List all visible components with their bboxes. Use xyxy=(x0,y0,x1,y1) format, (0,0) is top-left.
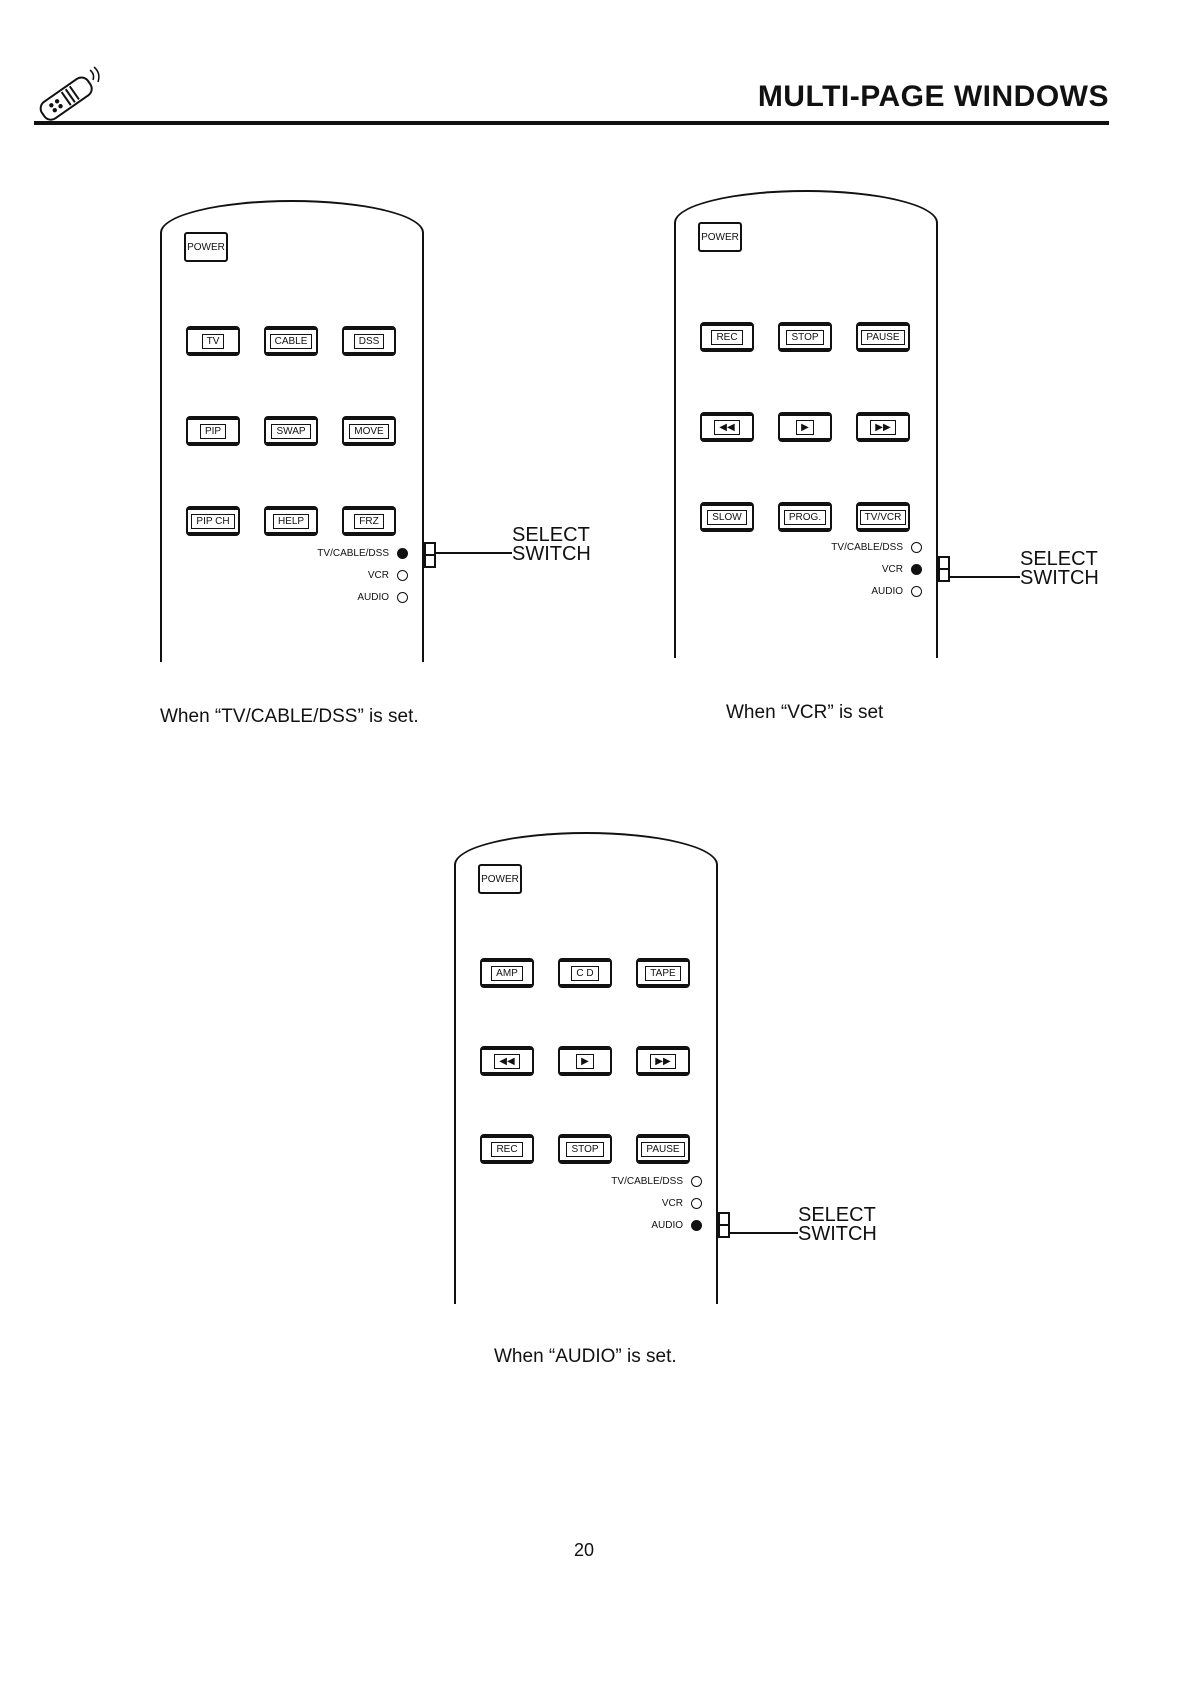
select-switch xyxy=(938,556,950,582)
stop-button: STOP xyxy=(558,1134,612,1164)
mode-indicators: TV/CABLE/DSS VCR AUDIO xyxy=(831,536,922,602)
mode-vcr: VCR xyxy=(317,564,408,586)
pip-ch-button: PIP CH xyxy=(186,506,240,536)
prog-button: PROG. xyxy=(778,502,832,532)
rewind-button: ◀◀ xyxy=(480,1046,534,1076)
leader-line xyxy=(434,552,512,554)
indicator-dot-icon xyxy=(691,1197,702,1209)
button-row-2: PIP SWAP MOVE xyxy=(186,416,396,446)
button-row-1: AMP C D TAPE xyxy=(480,958,690,988)
mode-vcr: VCR xyxy=(611,1192,702,1214)
tv-vcr-button: TV/VCR xyxy=(856,502,910,532)
move-button: MOVE xyxy=(342,416,396,446)
mode-indicators: TV/CABLE/DSS VCR AUDIO xyxy=(317,542,408,608)
mode-tv-cable-dss: TV/CABLE/DSS xyxy=(317,542,408,564)
tape-button: TAPE xyxy=(636,958,690,988)
mode-tv-cable-dss: TV/CABLE/DSS xyxy=(611,1170,702,1192)
tv-button: TV xyxy=(186,326,240,356)
select-switch-label: SELECT SWITCH xyxy=(798,1204,877,1245)
caption-tv: When “TV/CABLE/DSS” is set. xyxy=(160,706,419,727)
swap-button: SWAP xyxy=(264,416,318,446)
indicator-dot-icon xyxy=(911,585,922,597)
play-button: ▶ xyxy=(558,1046,612,1076)
remote-diagram-audio: POWER AMP C D TAPE ◀◀ ▶ ▶▶ REC STOP PAUS… xyxy=(454,832,730,1304)
button-row-3: REC STOP PAUSE xyxy=(480,1134,690,1164)
header-rule xyxy=(34,121,1109,125)
mode-indicators: TV/CABLE/DSS VCR AUDIO xyxy=(611,1170,702,1236)
pause-button: PAUSE xyxy=(856,322,910,352)
button-row-1: REC STOP PAUSE xyxy=(700,322,910,352)
button-row-2: ◀◀ ▶ ▶▶ xyxy=(700,412,910,442)
button-row-2: ◀◀ ▶ ▶▶ xyxy=(480,1046,690,1076)
caption-vcr: When “VCR” is set xyxy=(726,702,884,723)
indicator-dot-icon xyxy=(911,563,922,575)
fast-forward-button: ▶▶ xyxy=(856,412,910,442)
amp-button: AMP xyxy=(480,958,534,988)
indicator-dot-icon xyxy=(911,541,922,553)
stop-button: STOP xyxy=(778,322,832,352)
pip-button: PIP xyxy=(186,416,240,446)
slow-button: SLOW xyxy=(700,502,754,532)
fast-forward-button: ▶▶ xyxy=(636,1046,690,1076)
dss-button: DSS xyxy=(342,326,396,356)
indicator-dot-icon xyxy=(397,591,408,603)
remote-diagram-tv: POWER TV CABLE DSS PIP SWAP MOVE PIP CH … xyxy=(160,200,436,662)
pause-button: PAUSE xyxy=(636,1134,690,1164)
mode-tv-cable-dss: TV/CABLE/DSS xyxy=(831,536,922,558)
remote-diagram-vcr: POWER REC STOP PAUSE ◀◀ ▶ ▶▶ SLOW PROG. … xyxy=(674,190,950,658)
page-title: MULTI-PAGE WINDOWS xyxy=(757,80,1109,113)
mode-vcr: VCR xyxy=(831,558,922,580)
select-switch xyxy=(424,542,436,568)
indicator-dot-icon xyxy=(397,569,408,581)
rec-button: REC xyxy=(700,322,754,352)
leader-line xyxy=(728,1232,798,1234)
power-button: POWER xyxy=(184,232,228,262)
cd-button: C D xyxy=(558,958,612,988)
leader-line xyxy=(948,576,1020,578)
mode-audio: AUDIO xyxy=(831,580,922,602)
rewind-button: ◀◀ xyxy=(700,412,754,442)
indicator-dot-icon xyxy=(397,547,408,559)
indicator-dot-icon xyxy=(691,1219,702,1231)
play-button: ▶ xyxy=(778,412,832,442)
remote-control-logo-icon xyxy=(39,66,100,121)
caption-audio: When “AUDIO” is set. xyxy=(494,1346,677,1367)
cable-button: CABLE xyxy=(264,326,318,356)
power-button: POWER xyxy=(478,864,522,894)
select-switch xyxy=(718,1212,730,1238)
select-switch-label: SELECT SWITCH xyxy=(1020,548,1099,589)
indicator-dot-icon xyxy=(691,1175,702,1187)
mode-audio: AUDIO xyxy=(611,1214,702,1236)
button-row-1: TV CABLE DSS xyxy=(186,326,396,356)
mode-audio: AUDIO xyxy=(317,586,408,608)
help-button: HELP xyxy=(264,506,318,536)
button-row-3: SLOW PROG. TV/VCR xyxy=(700,502,910,532)
select-switch-label: SELECT SWITCH xyxy=(512,524,591,565)
page-number: 20 xyxy=(574,1540,595,1560)
rec-button: REC xyxy=(480,1134,534,1164)
button-row-3: PIP CH HELP FRZ xyxy=(186,506,396,536)
power-button: POWER xyxy=(698,222,742,252)
frz-button: FRZ xyxy=(342,506,396,536)
